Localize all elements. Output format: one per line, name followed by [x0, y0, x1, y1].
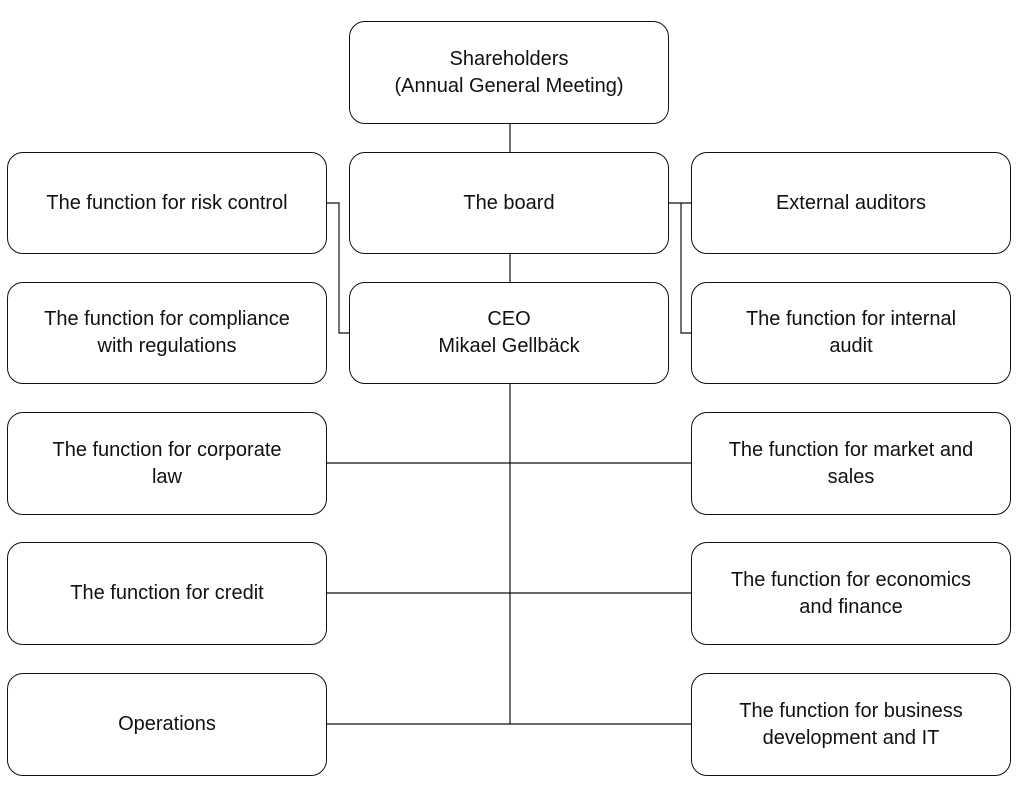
- risk-control-label: The function for risk control: [46, 191, 288, 214]
- operations-label: Operations: [118, 713, 216, 735]
- board-label: The board: [463, 191, 555, 214]
- corporate-law-label: The function for corporate law: [52, 438, 282, 488]
- business-development-label: The function for business development an…: [739, 699, 963, 749]
- market-sales-box: The function for market and sales: [691, 412, 1011, 515]
- ceo-label: CEO Mikael Gellbäck: [438, 308, 580, 357]
- ceo-box: CEO Mikael Gellbäck: [349, 282, 669, 384]
- market-sales-label: The function for market and sales: [728, 438, 974, 488]
- internal-audit-label: The function for internal audit: [745, 308, 957, 357]
- credit-label: The function for credit: [70, 582, 264, 604]
- compliance-label: The function for compliance with regulat…: [44, 308, 290, 357]
- external-auditors-label: External auditors: [775, 191, 927, 214]
- business-development-box: The function for business development an…: [691, 673, 1011, 776]
- credit-box: The function for credit: [7, 542, 327, 645]
- board-box: The board: [349, 152, 669, 254]
- risk-control-box: The function for risk control: [7, 152, 327, 254]
- economics-finance-label: The function for economics and finance: [730, 568, 972, 618]
- economics-finance-box: The function for economics and finance: [691, 542, 1011, 645]
- internal-audit-box: The function for internal audit: [691, 282, 1011, 384]
- shareholders-label: Shareholders (Annual General Meeting): [394, 47, 624, 97]
- shareholders-box: Shareholders (Annual General Meeting): [349, 21, 669, 124]
- external-auditors-box: External auditors: [691, 152, 1011, 254]
- corporate-law-box: The function for corporate law: [7, 412, 327, 515]
- compliance-box: The function for compliance with regulat…: [7, 282, 327, 384]
- operations-box: Operations: [7, 673, 327, 776]
